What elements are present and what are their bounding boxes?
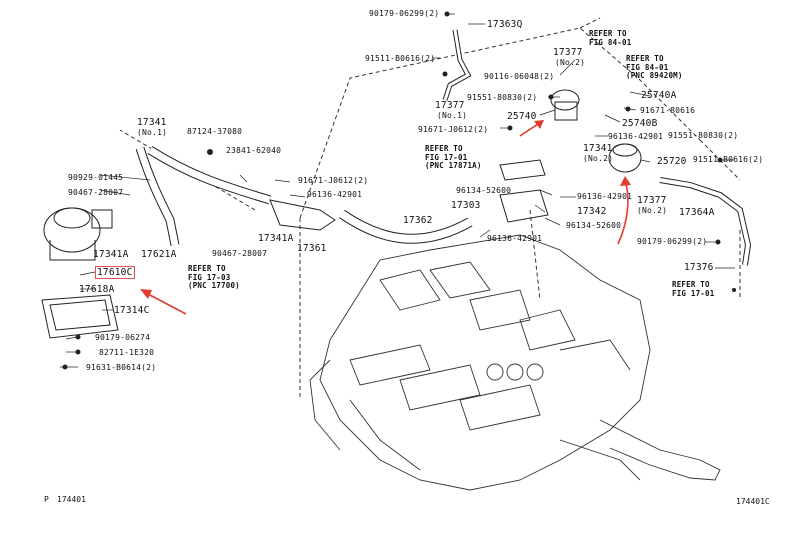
air-pump-drawing	[43, 207, 113, 261]
red-arrows	[140, 120, 631, 315]
bracket-17303-drawing	[499, 159, 549, 223]
part-label-17377: 17377	[637, 195, 667, 206]
part-label-17377: 17377	[435, 100, 465, 111]
valve-25720-drawing	[608, 143, 642, 173]
part-label-90467-28007: 90467-28007	[68, 188, 124, 197]
part-label-17618A: 17618A	[79, 284, 115, 295]
part-label-90929-01445: 90929-01445	[68, 173, 124, 182]
part-label-25740B: 25740B	[622, 118, 658, 129]
highlight-box: 17610C	[95, 266, 135, 279]
part-label-17341A: 17341A	[258, 233, 294, 244]
part-label-17362: 17362	[403, 215, 433, 226]
part-label-17341: 17341	[583, 143, 613, 154]
valve-25740-drawing	[550, 89, 580, 121]
part-label-17364A: 17364A	[679, 207, 715, 218]
part-label-96136-42901: 96136-42901	[577, 192, 633, 201]
part-label-17376: 17376	[684, 262, 714, 273]
part-label-17621A: 17621A	[141, 249, 177, 260]
part-label-90116-06048: 90116-06048(2)	[484, 72, 555, 81]
part-label-25720: 25720	[657, 156, 687, 167]
part-label-90179-06274: 90179-06274	[95, 333, 151, 342]
part-label-91671-j0612: 91671-J0612(2)	[418, 125, 489, 134]
part-label-25740: 25740	[507, 111, 537, 122]
part-label-17341A: 17341A	[93, 249, 129, 260]
part-label-90179-06299: 90179-06299(2)	[369, 9, 440, 18]
part-label-96136-42901: 96136-42901	[487, 234, 543, 243]
illustration-code: 174401	[57, 495, 86, 504]
engine-block-drawing	[309, 234, 721, 491]
fastener-marks	[62, 11, 736, 370]
part-label-17363Q: 17363Q	[487, 19, 523, 30]
part-label-96134-52600: 96134-52600	[456, 186, 512, 195]
part-label-91671-j0612: 91671-J0612(2)	[298, 176, 369, 185]
part-label-91511-b0616: 91511-B0616(2)	[365, 54, 436, 63]
part-label-96136-42901: 96136-42901	[307, 190, 363, 199]
arrow-to-17610C	[140, 289, 187, 315]
part-label-96136-42901: 96136-42901	[608, 132, 664, 141]
arrow-to-25740	[519, 120, 544, 137]
part-label-17314C: 17314C	[114, 305, 150, 316]
part-label-17361: 17361	[297, 243, 327, 254]
part-label-82711-1e320: 82711-1E320	[99, 348, 155, 357]
filter-17314C-drawing	[41, 294, 119, 339]
part-label-91631-b0614: 91631-B0614(2)	[86, 363, 157, 372]
part-label-91671-80616: 91671-80616	[640, 106, 696, 115]
part-label-23841-62040: 23841-62040	[226, 146, 282, 155]
part-label-90179-06299: 90179-06299(2)	[637, 237, 708, 246]
part-label-91551-80830: 91551-80830(2)	[467, 93, 538, 102]
part-label-17303: 17303	[451, 200, 481, 211]
part-label-17377: 17377	[553, 47, 583, 58]
part-label-sub: (No.2)	[555, 58, 586, 67]
illustration-code-suffix: 174401C	[736, 497, 770, 506]
part-label-sub: (No.2)	[637, 206, 668, 215]
page-prefix: P	[44, 495, 49, 504]
part-label-87124-37080: 87124-37080	[187, 127, 243, 136]
part-label-sub: (No.1)	[437, 111, 468, 120]
part-label-sub: (No.2)	[583, 154, 614, 163]
fitting-17361-drawing	[269, 199, 336, 231]
part-label-17341: 17341	[137, 117, 167, 128]
part-label-91551-80830: 91551-80830(2)	[668, 131, 739, 140]
arrow-to-17377-no2	[617, 176, 631, 245]
pipe-17364A-drawing	[659, 177, 752, 266]
part-label-90467-28007: 90467-28007	[212, 249, 268, 258]
part-label-91511-b0616: 91511-B0616(2)	[693, 155, 764, 164]
part-label-sub: (No.1)	[137, 128, 168, 137]
part-label-96134-52600: 96134-52600	[566, 221, 622, 230]
part-label-25740A: 25740A	[641, 90, 677, 101]
part-label-17610C: 17610C	[95, 266, 135, 279]
part-label-17342: 17342	[577, 206, 607, 217]
